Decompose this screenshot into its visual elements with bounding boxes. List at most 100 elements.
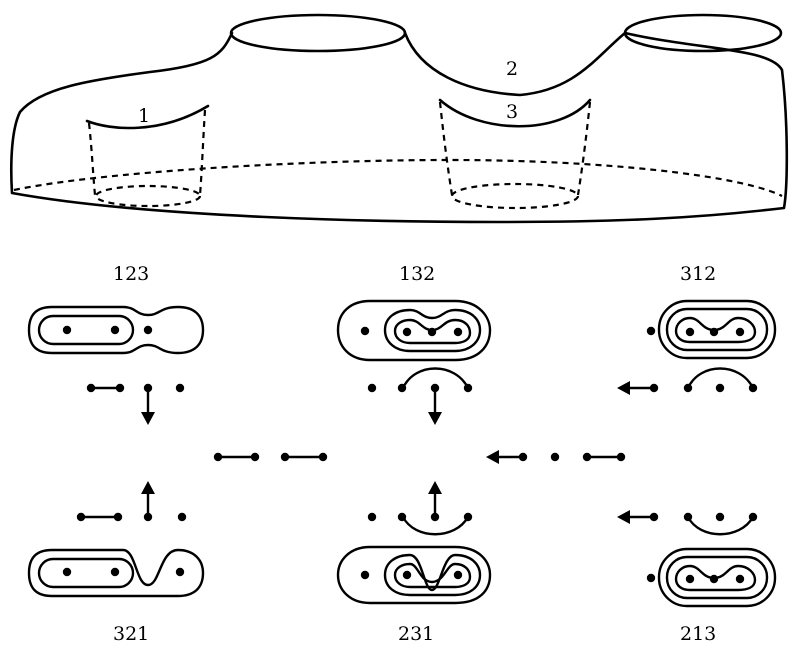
middle-curve: [665, 307, 769, 352]
puncture: [250, 452, 260, 462]
puncture: [463, 383, 473, 393]
puncture: [683, 383, 693, 393]
puncture: [685, 574, 695, 584]
inner-curve: [37, 557, 135, 589]
arc-diagram-231: [367, 481, 473, 536]
puncture: [113, 512, 123, 522]
perm-label-312: 312: [680, 263, 716, 285]
curve-1-left-wall: [87, 122, 97, 196]
curve-label-2: 2: [506, 58, 518, 80]
puncture: [518, 452, 528, 462]
puncture: [646, 326, 656, 336]
curve-1-inner-disk: [94, 184, 202, 208]
top-boundary-left: [229, 13, 407, 53]
puncture: [402, 570, 412, 580]
puncture: [62, 325, 72, 335]
puncture: [709, 327, 719, 337]
puncture: [110, 567, 120, 577]
top-boundary-right: [623, 13, 783, 53]
puncture: [715, 512, 725, 522]
puncture: [177, 512, 187, 522]
curve-1: [85, 104, 210, 130]
curve-label-1: 1: [138, 105, 150, 127]
puncture: [360, 570, 370, 580]
curve-diagram-231: [336, 545, 492, 605]
puncture: [453, 570, 463, 580]
puncture: [715, 383, 725, 393]
outer-curve: [27, 548, 205, 598]
puncture: [175, 567, 185, 577]
arrow-down-icon: [428, 412, 442, 425]
puncture: [213, 452, 223, 462]
outer-curve: [27, 305, 205, 355]
outer-curve: [336, 545, 492, 605]
arrow-up-icon: [141, 481, 155, 494]
curve-diagram-213: [646, 547, 777, 608]
arc-diagram-132: [367, 367, 473, 425]
curve-3-right-wall: [576, 101, 592, 196]
curve-1-right-wall: [198, 109, 207, 196]
puncture: [550, 452, 560, 462]
puncture: [748, 383, 758, 393]
perm-label-321: 321: [113, 623, 149, 645]
arc-diagram-middle-right: [486, 450, 626, 464]
arrow-down-icon: [141, 412, 155, 425]
surface-back-curve: [13, 158, 783, 197]
perm-label-132: 132: [399, 263, 435, 285]
puncture: [110, 325, 120, 335]
arc-diagram-321: [76, 481, 187, 522]
puncture: [463, 512, 473, 522]
puncture: [175, 383, 185, 393]
curve-3-inner-disk: [450, 182, 580, 210]
outer-curve: [657, 547, 777, 608]
curve-diagram-312: [646, 299, 777, 360]
perm-label-213: 213: [680, 623, 716, 645]
puncture: [430, 512, 440, 522]
puncture: [86, 383, 96, 393]
puncture: [649, 383, 659, 393]
arc: [686, 515, 755, 536]
arc-diagram-123: [86, 383, 185, 425]
puncture: [397, 512, 407, 522]
surface-illustration: 1 2 3: [9, 13, 789, 224]
curve-diagram-321: [27, 548, 205, 598]
inner-curve: [37, 314, 135, 346]
arc-diagram-middle-left: [213, 452, 328, 462]
puncture: [280, 452, 290, 462]
puncture: [735, 574, 745, 584]
middle-curve: [383, 308, 482, 353]
puncture: [367, 512, 377, 522]
puncture: [427, 327, 437, 337]
puncture: [318, 452, 328, 462]
arc: [401, 515, 470, 536]
puncture: [360, 326, 370, 336]
puncture: [646, 573, 656, 583]
curve-diagram-132: [336, 299, 492, 362]
puncture: [367, 383, 377, 393]
middle-curve: [665, 555, 769, 600]
arrow-left-icon: [617, 381, 630, 395]
puncture: [115, 383, 125, 393]
curve-3: [438, 98, 592, 128]
puncture: [748, 512, 758, 522]
inner-curve: [393, 562, 472, 589]
puncture: [709, 574, 719, 584]
puncture: [143, 512, 153, 522]
puncture: [685, 327, 695, 337]
puncture: [735, 327, 745, 337]
puncture: [62, 567, 72, 577]
puncture: [143, 325, 153, 335]
puncture: [616, 452, 626, 462]
surface-outline: [9, 31, 789, 224]
puncture: [76, 512, 86, 522]
arc-diagram-312: [617, 367, 758, 395]
perm-label-123: 123: [113, 263, 149, 285]
middle-curve: [383, 553, 482, 597]
puncture: [397, 383, 407, 393]
curve-diagram-123: [27, 305, 205, 355]
puncture: [402, 327, 412, 337]
arrow-left-icon: [486, 450, 499, 464]
puncture: [453, 327, 463, 337]
puncture: [683, 512, 693, 522]
puncture: [143, 383, 153, 393]
